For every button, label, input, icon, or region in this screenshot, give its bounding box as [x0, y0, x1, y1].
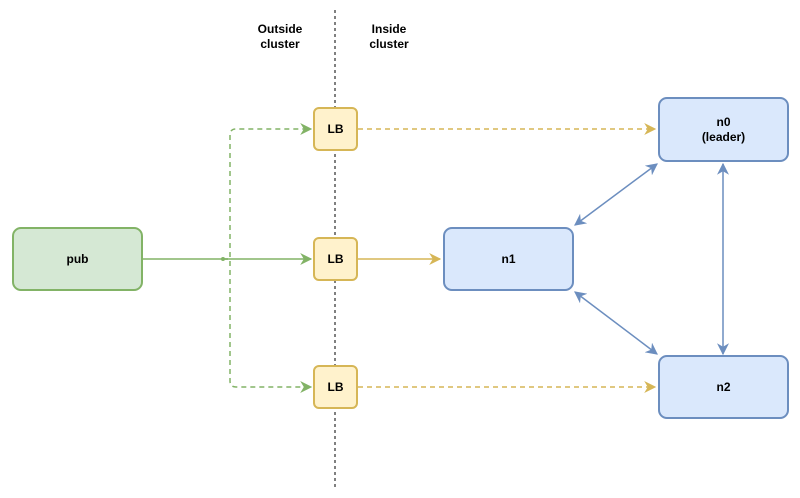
inside-cluster-label: Inside cluster — [369, 22, 409, 51]
lb-mid-node[interactable]: LB — [313, 237, 358, 281]
lb-mid-label: LB — [327, 251, 344, 266]
n1-label: n1 — [501, 251, 516, 266]
n0-node[interactable]: n0 (leader) — [658, 97, 789, 162]
lb-bot-label: LB — [327, 379, 344, 394]
lb-bot-node[interactable]: LB — [313, 365, 358, 409]
n0-name-label: n0 — [716, 114, 731, 129]
outside-cluster-label: Outside cluster — [257, 22, 303, 51]
pub-node-label: pub — [66, 251, 89, 266]
edge-n1-n0 — [574, 163, 658, 226]
n1-node[interactable]: n1 — [443, 227, 574, 291]
edge-pub-to-lb-top — [223, 123, 313, 260]
edge-pub-to-lb-bot — [223, 258, 313, 393]
n2-node[interactable]: n2 — [658, 355, 789, 419]
pub-node[interactable]: pub — [12, 227, 143, 291]
edge-n1-n2 — [574, 291, 658, 355]
n0-role-label: (leader) — [701, 129, 746, 144]
lb-top-node[interactable]: LB — [313, 107, 358, 151]
lb-top-label: LB — [327, 121, 344, 136]
n2-label: n2 — [716, 379, 731, 394]
